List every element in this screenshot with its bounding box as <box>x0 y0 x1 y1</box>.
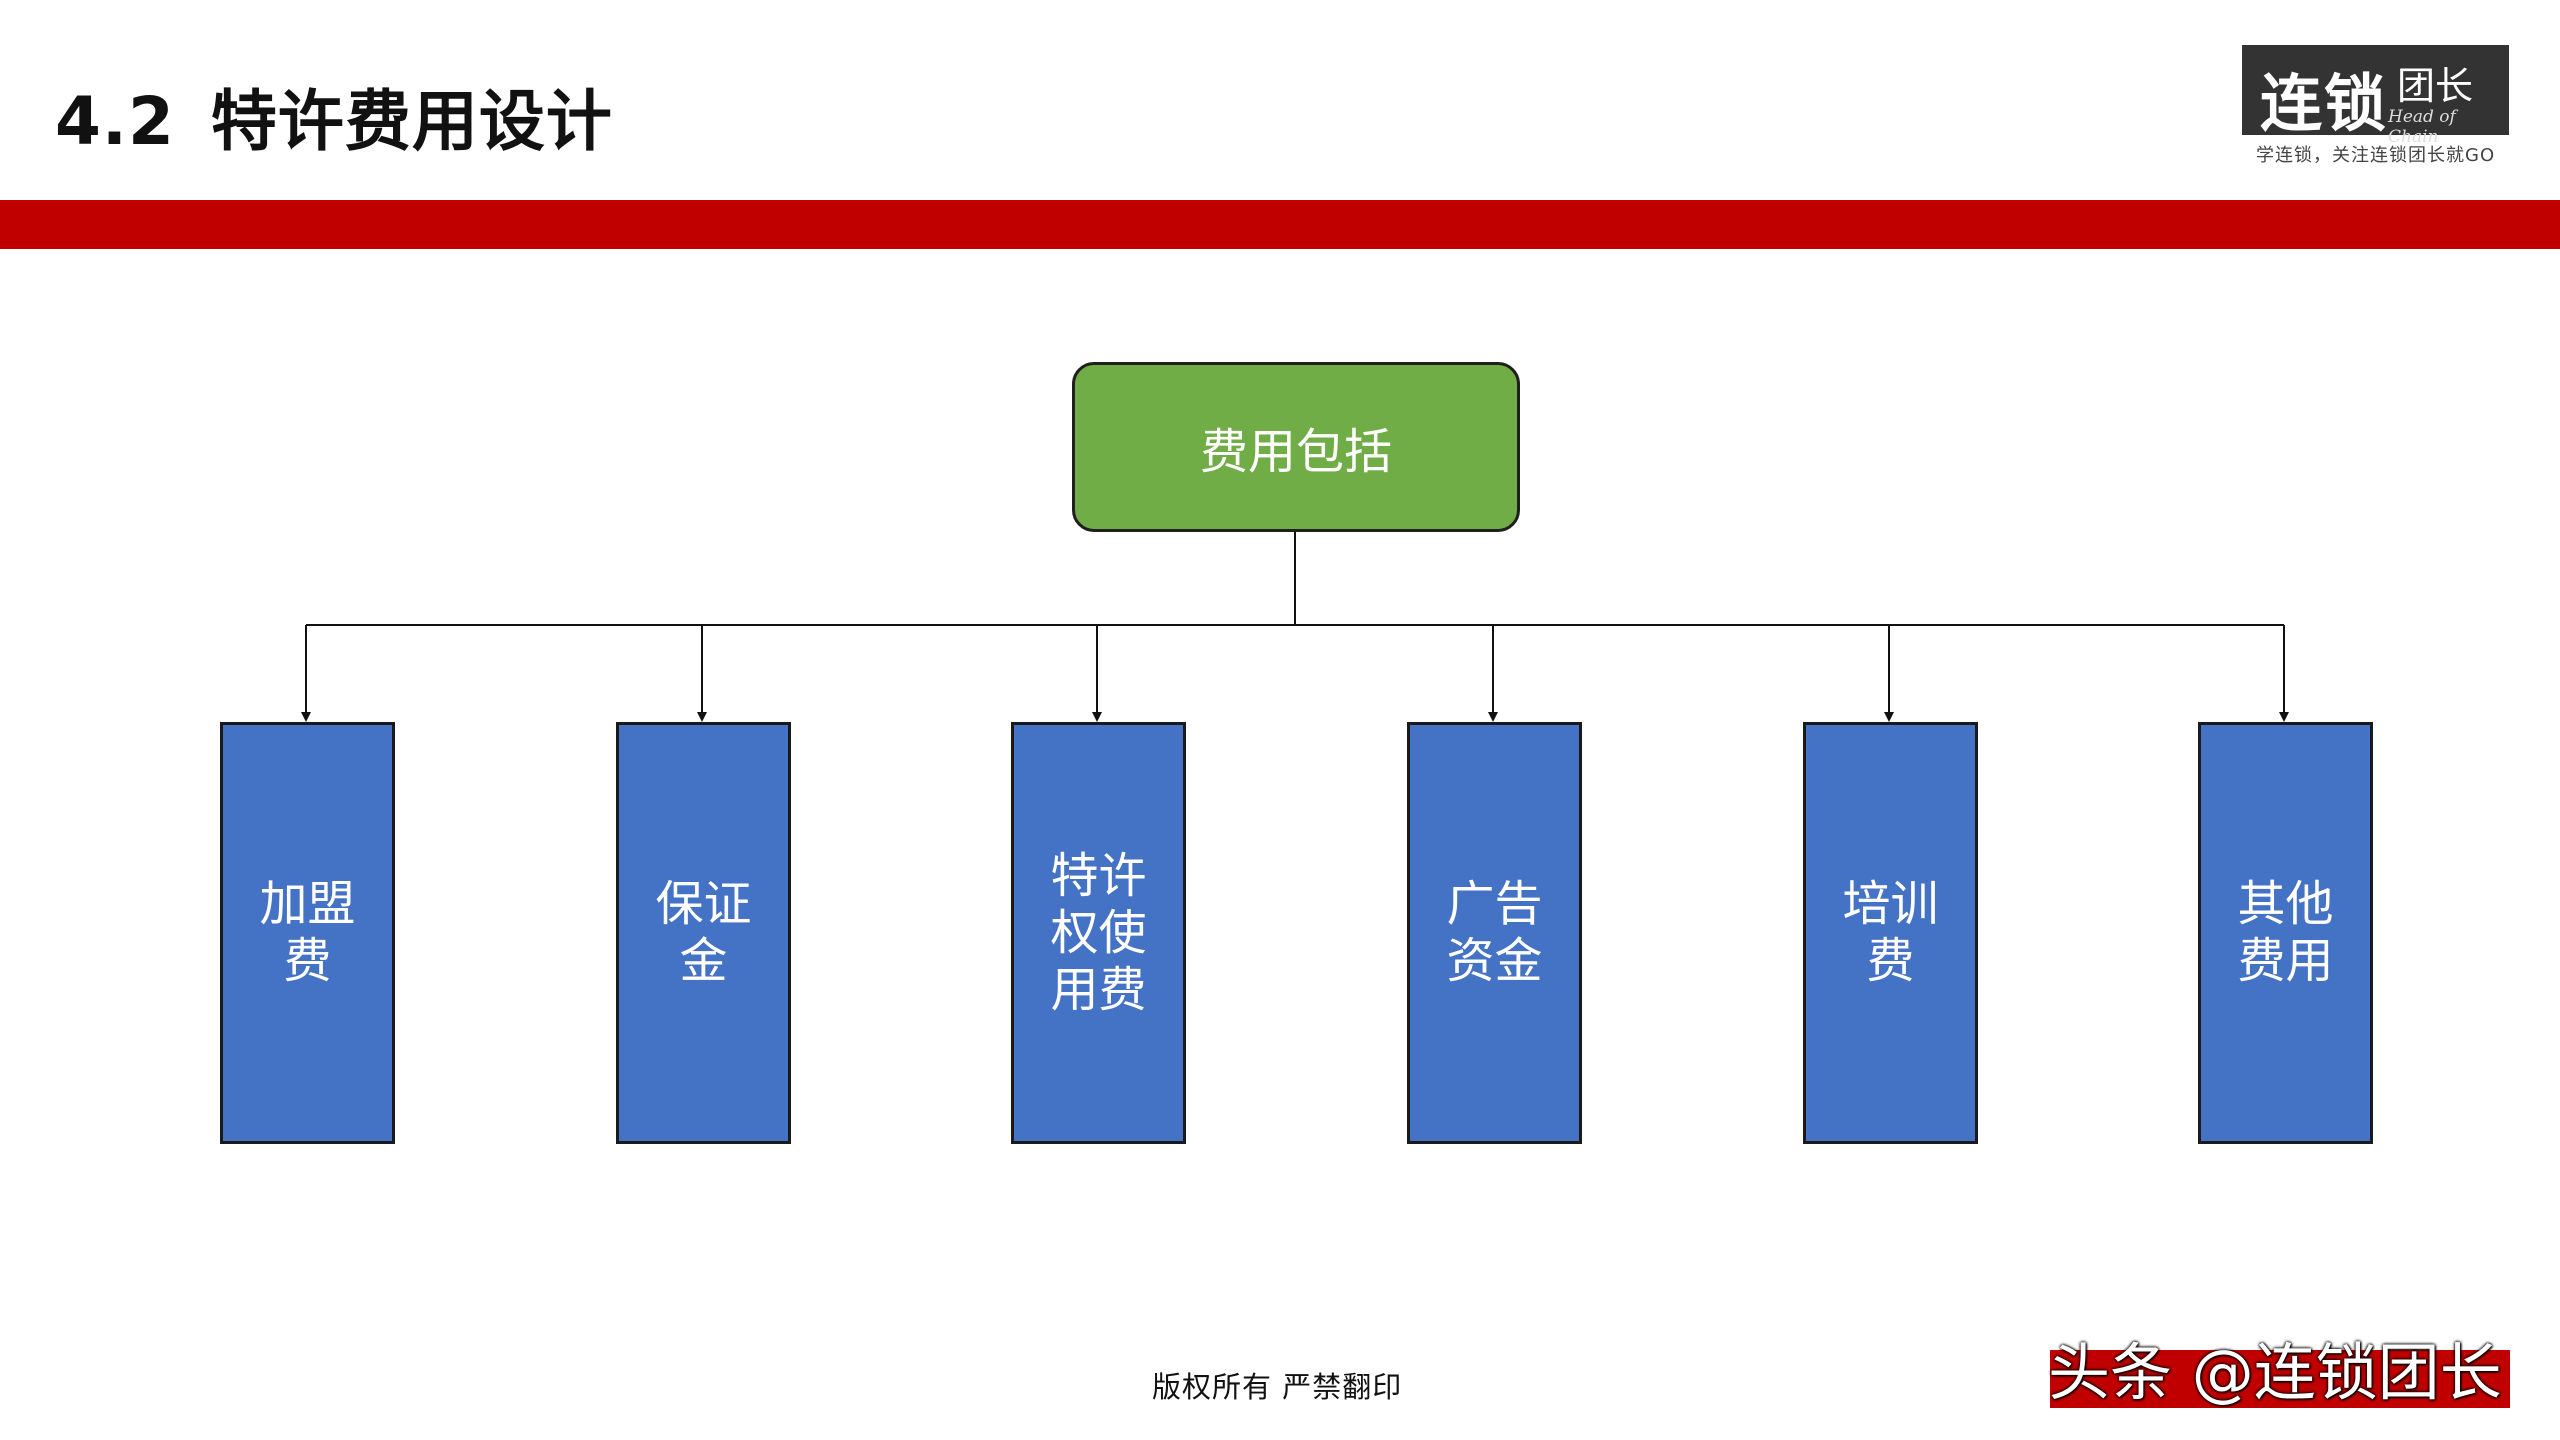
slide-title: 4.2 特许费用设计 <box>55 68 613 164</box>
child-node-training-fee: 培训费 <box>1803 722 1978 1144</box>
logo-subtitle-cn: 团长 <box>2397 64 2474 108</box>
header-accent-band <box>0 200 2560 249</box>
child-node-label: 其他费用 <box>2237 876 2334 989</box>
watermark-bar <box>2050 1350 2510 1408</box>
child-node-label: 广告资金 <box>1446 876 1543 989</box>
logo-subtitle-en: Head of Chain <box>2388 107 2456 147</box>
child-node-label: 培训费 <box>1842 876 1939 989</box>
child-node-deposit: 保证金 <box>616 722 791 1144</box>
child-node-other-fees: 其他费用 <box>2198 722 2373 1144</box>
child-node-label: 保证金 <box>655 876 752 989</box>
brand-logo: 连锁 团长 Head of Chain <box>2242 45 2509 147</box>
child-node-label: 特许权使用费 <box>1050 847 1147 1018</box>
logo-name: 连锁 <box>2260 67 2389 140</box>
copyright-footer: 版权所有 严禁翻印 <box>1152 1370 1403 1404</box>
child-node-royalty-fee: 特许权使用费 <box>1011 722 1186 1144</box>
logo-slogan: 学连锁，关注连锁团长就GO <box>2256 145 2496 166</box>
root-node-fees-include: 费用包括 <box>1072 362 1520 532</box>
child-node-label: 加盟费 <box>259 876 356 989</box>
source-watermark: 头条 @连锁团长 <box>2048 1336 2502 1409</box>
child-node-franchise-fee: 加盟费 <box>220 722 395 1144</box>
child-node-advertising-fund: 广告资金 <box>1407 722 1582 1144</box>
section-number: 4.2 <box>55 83 175 160</box>
title-text: 特许费用设计 <box>210 83 613 160</box>
